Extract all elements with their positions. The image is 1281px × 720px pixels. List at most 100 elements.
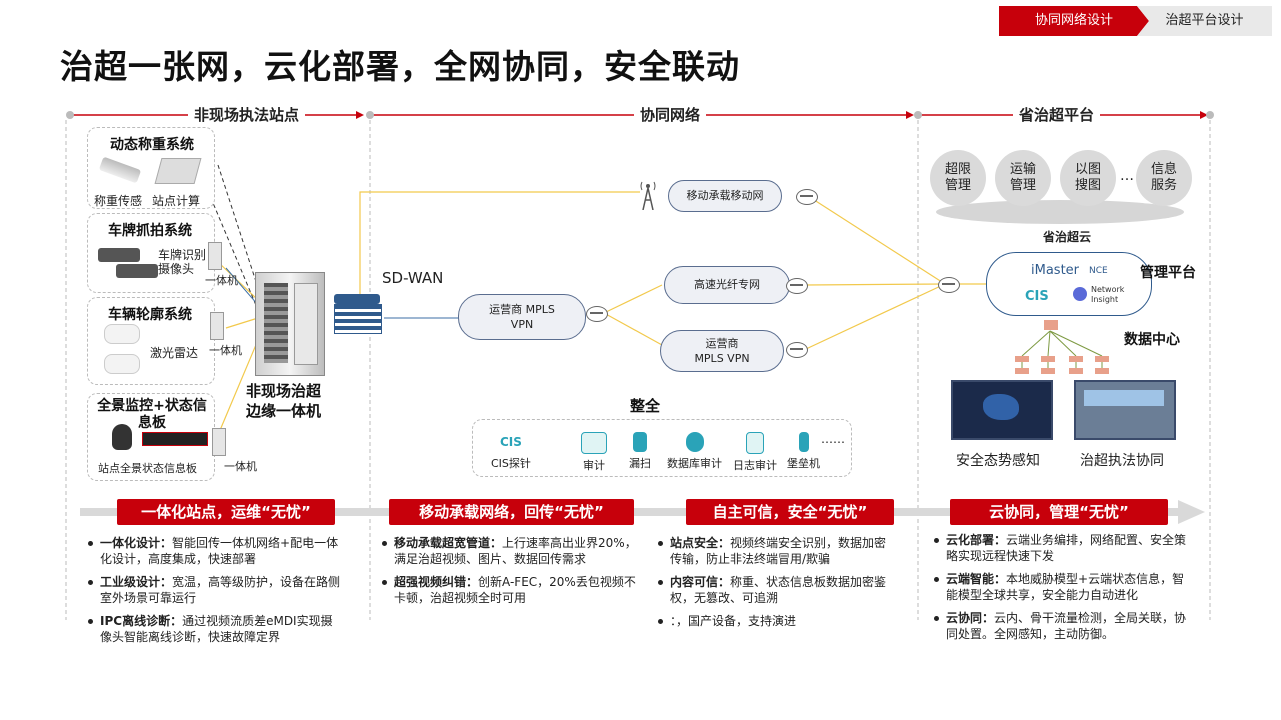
service-overload-label: 超限 管理	[944, 162, 971, 193]
audit-item: 审计	[581, 432, 607, 473]
cis-probe-item: CIS CIS探针	[491, 432, 531, 471]
contour-system-title: 车辆轮廓系统	[108, 307, 192, 323]
service-overload[interactable]: 超限 管理	[930, 150, 986, 206]
nce-logo: NCE	[1089, 266, 1108, 276]
service-ellipsis: …	[1120, 168, 1134, 184]
router-icon-mobile	[796, 189, 818, 205]
integrated-unit-icon-1	[208, 242, 222, 270]
plate-system-title: 车牌抓拍系统	[108, 223, 192, 239]
bullet-item: 站点安全：视频终端安全识别，数据加密传输，防止非法终端冒用/欺骗	[656, 535, 898, 567]
bullets-col1: 一体化设计：智能回传一体机网络+配电一体化设计，高度集成，快速部署 工业级设计：…	[86, 535, 342, 652]
router-icon-mpls	[786, 342, 808, 358]
cis-probe-label: CIS探针	[491, 457, 531, 470]
bullets-col2: 移动承载超宽管道：上行速率高出业界20%，满足治超视频、图片、数据回传需求 超强…	[380, 535, 642, 613]
dome-camera-icon	[112, 424, 132, 450]
vuln-scan-item: 漏扫	[629, 432, 651, 471]
management-cloud: iMaster NCE CIS Network Insight	[986, 252, 1152, 316]
lidar-icon	[104, 324, 140, 344]
banner-security: 自主可信，安全“无忧”	[686, 499, 894, 525]
camera-icon	[98, 248, 140, 262]
bullets-col4: 云化部署：云端业务编排，网络配置、安全策略实现远程快速下发 云端智能：本地威胁模…	[932, 532, 1194, 649]
lock-icon	[633, 432, 647, 452]
bullet-item: 移动承载超宽管道：上行速率高出业界20%，满足治超视频、图片、数据回传需求	[380, 535, 642, 567]
bullet-item: 云化部署：云端业务编排，网络配置、安全策略实现远程快速下发	[932, 532, 1194, 564]
bullet-item: IPC离线诊断：通过视频流质差eMDI实现摄像头智能离线诊断，快速故障定界	[86, 613, 342, 645]
imaster-logo: iMaster	[1031, 263, 1080, 278]
log-icon	[746, 432, 764, 454]
service-info-label: 信息 服务	[1150, 162, 1177, 193]
integrated-unit-label-1: 一体机	[205, 274, 238, 287]
edge-device-label: 非现场治超 边缘一体机	[246, 382, 322, 420]
bullet-item: 一体化设计：智能回传一体机网络+配电一体化设计，高度集成，快速部署	[86, 535, 342, 567]
bastion-label: 堡垒机	[787, 457, 820, 470]
log-audit-label: 日志审计	[733, 459, 777, 472]
enforcement-center-label: 治超执法协同	[1080, 453, 1164, 469]
section-left-title: 非现场执法站点	[188, 104, 306, 125]
plate-system-box: 车牌抓拍系统 车牌识别 摄像头	[87, 213, 215, 293]
log-audit-item: 日志审计	[733, 432, 777, 473]
tab-network-design[interactable]: 协同网络设计	[999, 6, 1149, 36]
management-platform-label: 管理平台	[1140, 265, 1196, 281]
mpls-vpn-label: 运营商 MPLS VPN	[489, 303, 555, 331]
integrated-unit-label-3: 一体机	[224, 460, 257, 473]
mobile-network-label: 移动承载移动网	[686, 189, 764, 202]
bullet-item: 工业级设计：宽温，高等级防护，设备在路侧室外场景可靠运行	[86, 574, 342, 606]
bullet-item: 内容可信：称重、状态信息板数据加密鉴权，无篡改、可追溯	[656, 574, 898, 606]
db-audit-item: 数据库审计	[667, 432, 722, 471]
router-icon-cloud	[938, 277, 960, 293]
bullet-item: ：，国产设备，支持演进	[656, 613, 898, 629]
bullet-item: 超强视频纠错：创新A-FEC，20%丢包视频不卡顿，治超视频全时可用	[380, 574, 642, 606]
service-transport[interactable]: 运输 管理	[995, 150, 1051, 206]
mpls-vpn-cloud: 运营商 MPLS VPN	[458, 294, 586, 340]
service-info[interactable]: 信息 服务	[1136, 150, 1192, 206]
security-more: ……	[821, 432, 845, 446]
tab-platform-design[interactable]: 治超平台设计	[1137, 6, 1272, 36]
bullets-col3: 站点安全：视频终端安全识别，数据加密传输，防止非法终端冒用/欺骗 内容可信：称重…	[656, 535, 898, 636]
router-icon	[586, 306, 608, 322]
enforcement-center-screen	[1074, 380, 1176, 440]
weigh-system-box: 动态称重系统 称重传感 站点计算	[87, 127, 215, 209]
fiber-network-label: 高速光纤专网	[694, 278, 760, 291]
panorama-system-box: 全景监控+状态信 息板 站点全景状态信息板	[87, 393, 215, 481]
sdwan-label: SD-WAN	[382, 269, 444, 287]
weigh-system-title: 动态称重系统	[110, 137, 194, 153]
mpls-vpn-cloud-2: 运营商 MPLS VPN	[660, 330, 784, 372]
section-mid-title: 协同网络	[634, 104, 707, 125]
integrated-unit-label-2: 一体机	[209, 344, 242, 357]
weigh-sensor-icon	[98, 156, 142, 184]
cis-platform-logo: CIS	[1025, 289, 1049, 304]
banner-integrated-site: 一体化站点，运维“无忧”	[117, 499, 335, 525]
page-title: 治超一张网，云化部署，全网协同，安全联动	[60, 47, 740, 86]
service-transport-label: 运输 管理	[1009, 162, 1036, 193]
router-icon-fiber	[786, 278, 808, 294]
edge-cabinet-icon	[255, 272, 325, 376]
contour-system-box: 车辆轮廓系统 激光雷达	[87, 297, 215, 385]
province-cloud-label: 省治超云	[1043, 230, 1092, 244]
vuln-scan-label: 漏扫	[629, 457, 651, 470]
bastion-item: 堡垒机	[787, 432, 820, 471]
panorama-system-title: 全景监控+状态信 息板	[97, 398, 207, 431]
security-dashboard-label: 安全态势感知	[956, 453, 1040, 469]
mpls-vpn-label-2: 运营商 MPLS VPN	[694, 337, 750, 365]
security-dashboard-screen	[951, 380, 1053, 440]
data-center-label: 数据中心	[1124, 332, 1180, 348]
led-board-icon	[142, 432, 208, 446]
lidar-icon-2	[104, 354, 140, 374]
bullet-item: 云协同：云内、骨干流量检测，全局关联，协同处置。全网感知，主动防御。	[932, 610, 1194, 642]
network-insight-label: Network Insight	[1091, 285, 1125, 304]
service-image-search[interactable]: 以图 搜图	[1060, 150, 1116, 206]
network-insight-icon	[1073, 287, 1087, 301]
camera-icon-2	[116, 264, 158, 278]
bastion-icon	[798, 432, 809, 452]
db-audit-label: 数据库审计	[667, 457, 722, 470]
plate-camera-label: 车牌识别 摄像头	[158, 248, 207, 276]
integrated-unit-icon-3	[212, 428, 226, 456]
cis-logo-icon: CIS	[500, 435, 522, 449]
mobile-network-cloud: 移动承载移动网	[668, 180, 782, 212]
audit-icon	[581, 432, 607, 454]
bullet-item: 云端智能：本地威胁模型+云端状态信息，智能模型全球共享，安全能力自动进化	[932, 571, 1194, 603]
integrated-unit-icon-2	[210, 312, 224, 340]
service-image-search-label: 以图 搜图	[1074, 162, 1101, 193]
banner-cloud: 云协同，管理“无忧”	[950, 499, 1168, 525]
sdwan-device-icon	[334, 294, 382, 334]
